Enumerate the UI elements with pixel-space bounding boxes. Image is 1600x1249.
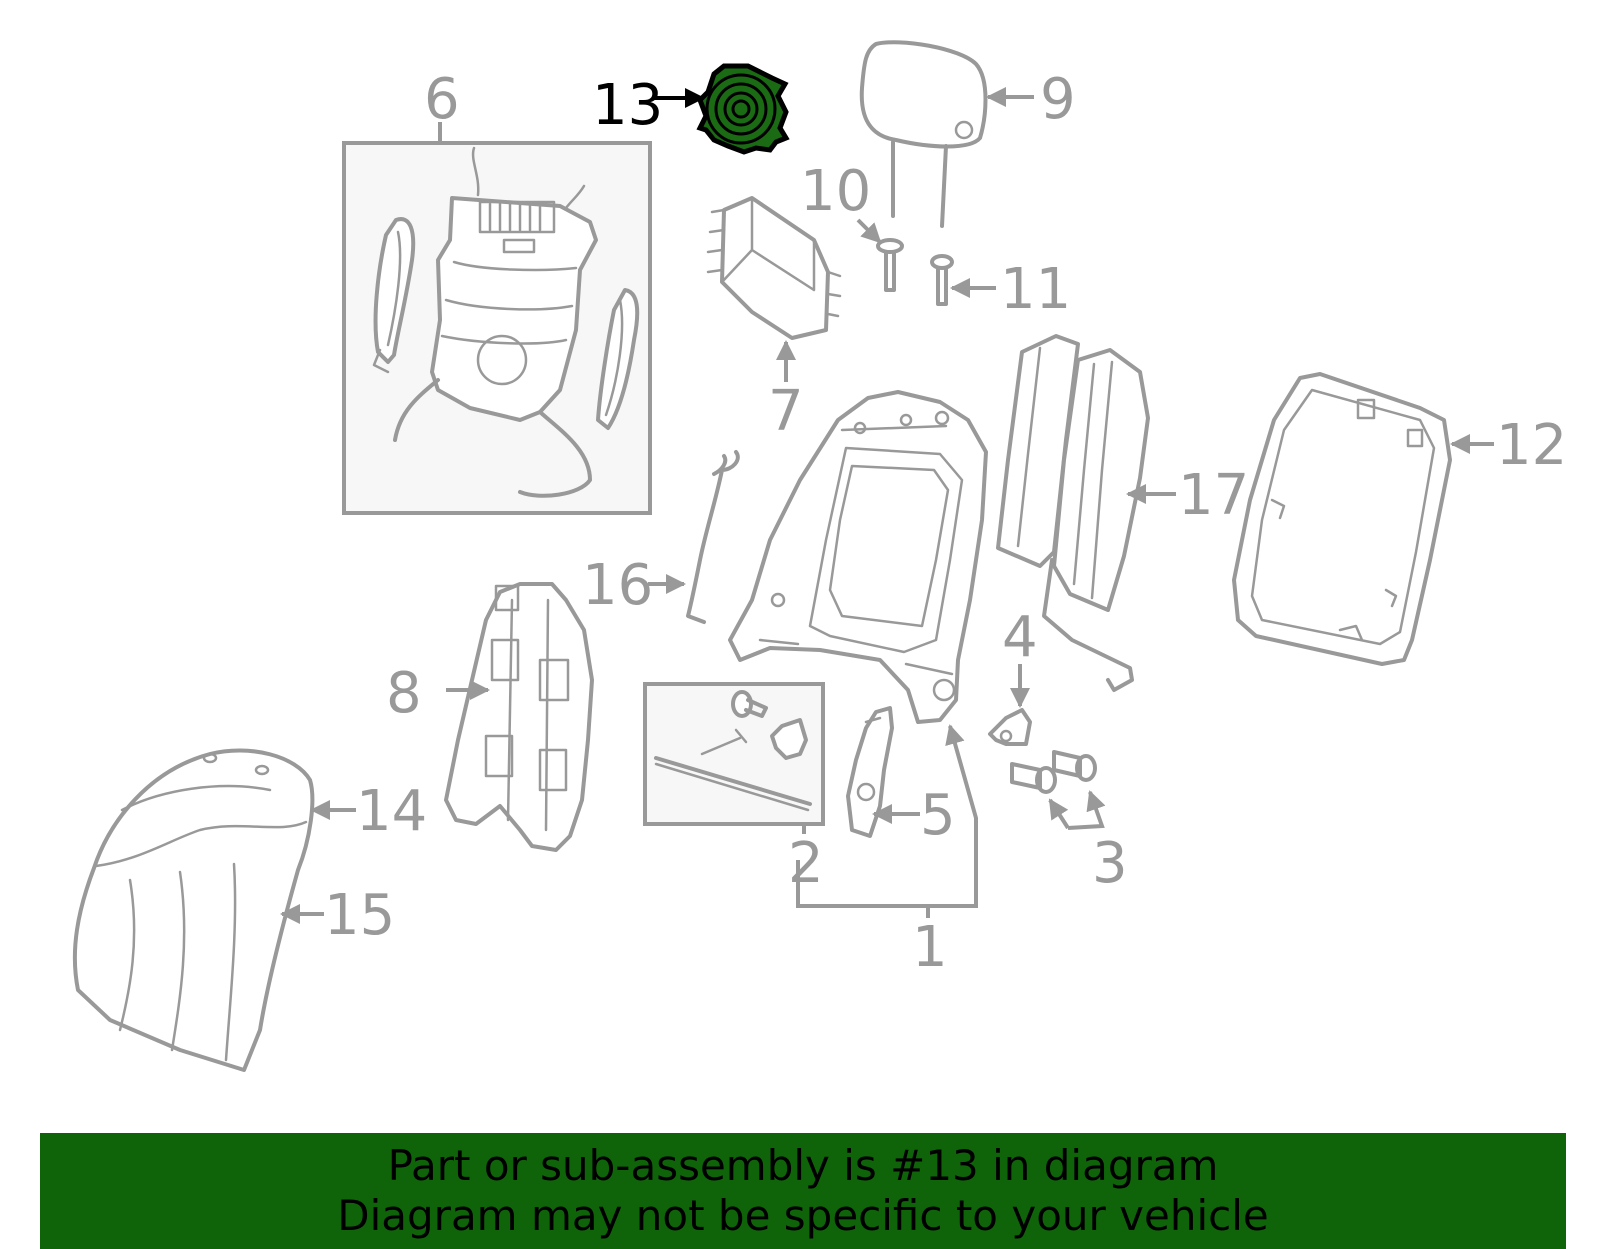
- part-17-panels: 17: [996, 334, 1249, 692]
- part-3-bolts: 3: [1010, 750, 1128, 896]
- part-8-harness: 8: [386, 582, 594, 852]
- part-11-guide: 11: [930, 254, 1071, 322]
- callout-1: 1: [912, 915, 948, 980]
- part-13-shape: [696, 63, 790, 155]
- callout-14: 14: [356, 779, 427, 844]
- part-1-seatback-frame: 1: [728, 390, 988, 980]
- part-12-back-panel: 12: [1232, 372, 1567, 666]
- callout-13: 13: [592, 73, 663, 138]
- callout-12: 12: [1496, 413, 1567, 478]
- callout-8: 8: [386, 661, 422, 726]
- callout-6: 6: [424, 67, 460, 132]
- banner-line-2: Diagram may not be specific to your vehi…: [337, 1191, 1269, 1240]
- info-banner: Part or sub-assembly is #13 in diagram D…: [40, 1133, 1566, 1249]
- part-9-headrest: 9: [859, 40, 1076, 228]
- part-10-guide: 10: [800, 159, 904, 292]
- part-7-module: 7: [706, 196, 842, 444]
- part-13-highlighted: 13: [592, 63, 790, 155]
- part-6-frame-kit: 6: [342, 67, 652, 515]
- callout-15: 15: [324, 883, 395, 948]
- callout-9: 9: [1040, 67, 1076, 132]
- callout-7: 7: [768, 379, 804, 444]
- part-5-latch: 5: [846, 706, 956, 848]
- part-2-hardware-kit: 2: [643, 682, 825, 896]
- callout-10: 10: [800, 159, 871, 224]
- callout-5: 5: [920, 783, 956, 848]
- callout-4: 4: [1002, 605, 1038, 670]
- callout-16: 16: [582, 553, 653, 618]
- callout-2: 2: [788, 831, 824, 896]
- callout-3: 3: [1092, 831, 1128, 896]
- callout-11: 11: [1000, 257, 1071, 322]
- part-14-15-cover: 14 15: [72, 748, 427, 1072]
- callout-17: 17: [1178, 463, 1249, 528]
- part-16-rod: 16: [582, 450, 740, 624]
- banner-line-1: Part or sub-assembly is #13 in diagram: [387, 1141, 1219, 1190]
- part-4-bracket: 4: [988, 605, 1038, 746]
